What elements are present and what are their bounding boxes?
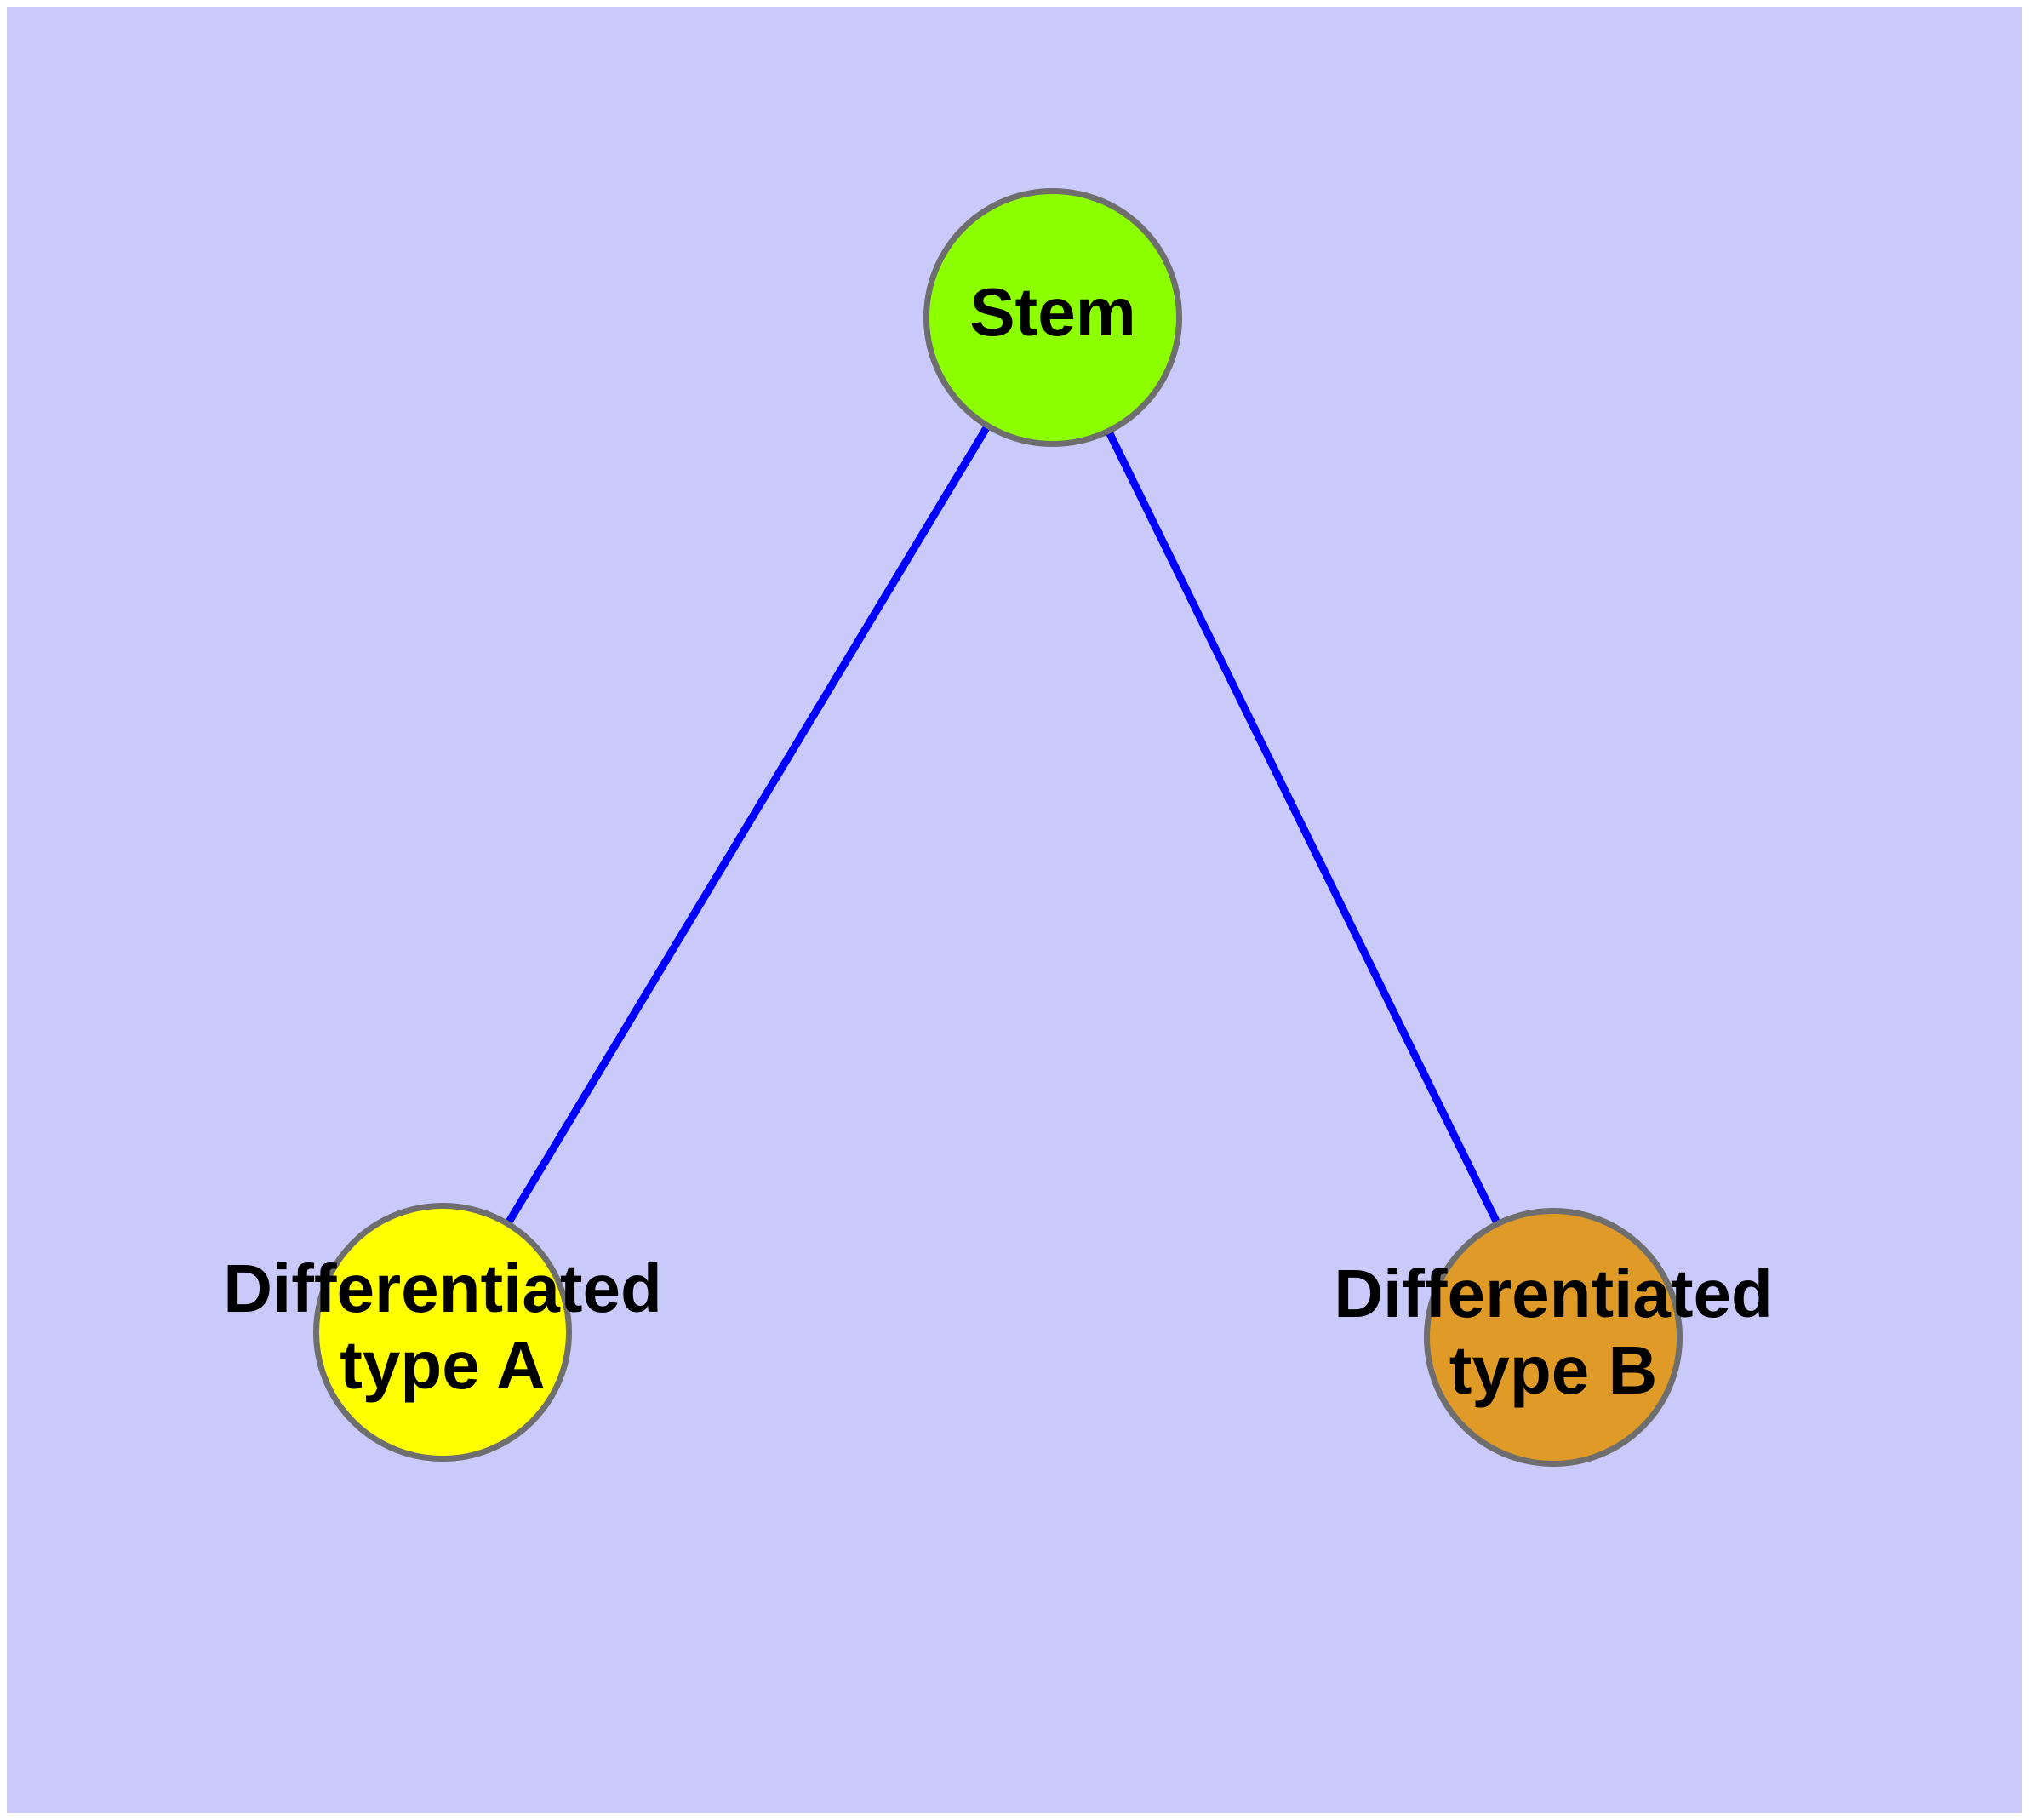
node-label-line: type A <box>340 1327 546 1403</box>
node-label-stem: Stem <box>969 274 1136 350</box>
node-label-line: Differentiated <box>223 1251 662 1326</box>
node-differentiated-type-b[interactable] <box>1424 1208 1683 1467</box>
edges-group <box>439 315 1557 1339</box>
edge-stem-to-differentiated-type-b[interactable] <box>1049 316 1557 1339</box>
node-differentiated-type-a[interactable] <box>313 1203 572 1462</box>
node-label-line: Stem <box>969 274 1136 350</box>
node-stem[interactable] <box>923 188 1182 447</box>
node-label-line: Differentiated <box>1334 1256 1773 1331</box>
node-label-line: type B <box>1449 1332 1658 1408</box>
nodes-group <box>313 188 1683 1467</box>
edge-stem-to-differentiated-type-a[interactable] <box>439 315 1056 1335</box>
